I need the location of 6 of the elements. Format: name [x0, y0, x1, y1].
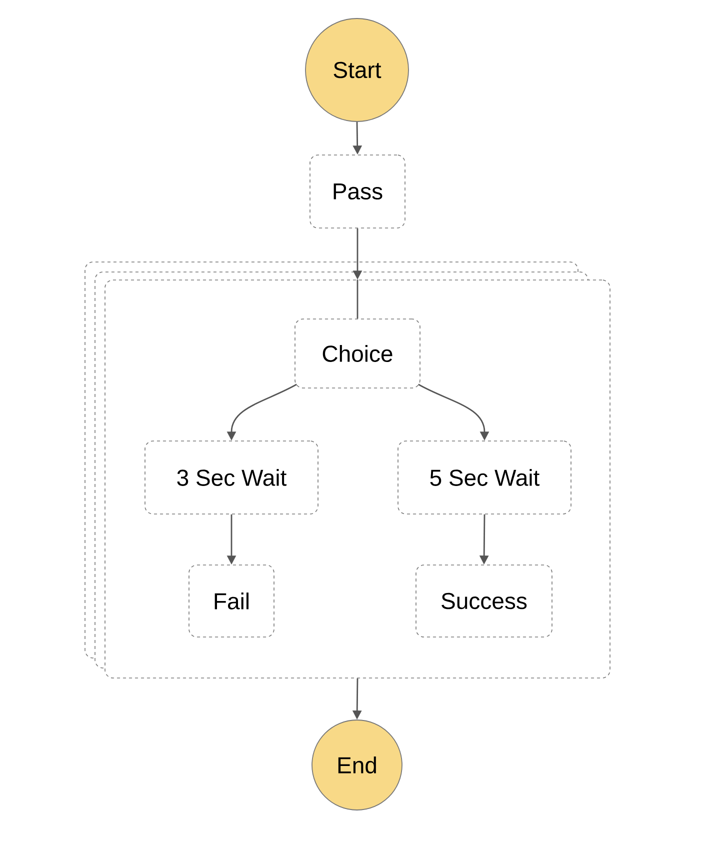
state-box: 5 Sec Wait	[398, 440, 572, 514]
state-box: Choice	[294, 318, 420, 388]
state-box: 3 Sec Wait	[144, 440, 318, 514]
state-box: Fail	[188, 564, 274, 638]
state-box: Success	[416, 564, 552, 638]
state-box: Pass	[310, 154, 406, 228]
